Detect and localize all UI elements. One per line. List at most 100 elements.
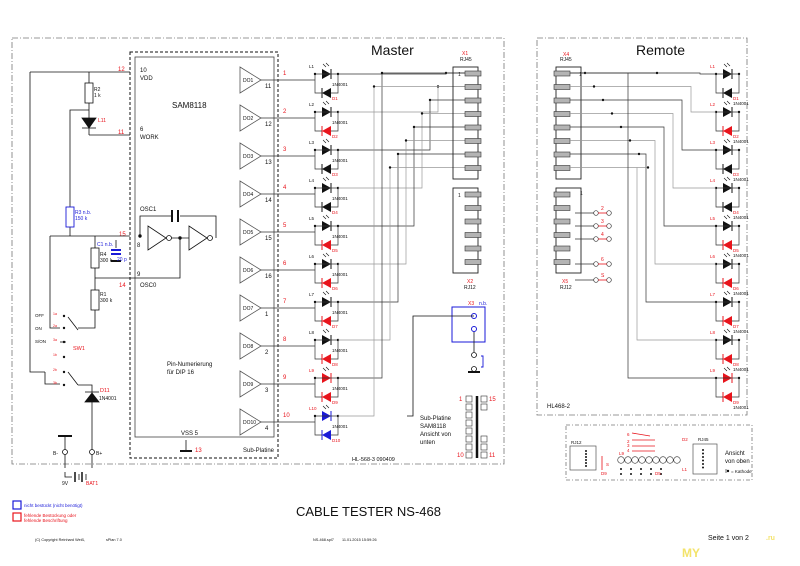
x1-pin1: 1 — [458, 72, 461, 78]
bus-wire — [570, 72, 716, 379]
bus-wire — [338, 126, 465, 227]
reset-contact-1[interactable] — [471, 352, 477, 358]
connector-pin — [553, 191, 571, 198]
output-ext-pin: 1 — [283, 71, 287, 77]
connector-pin — [464, 97, 482, 104]
bus-wire — [338, 86, 465, 417]
topview-caption-1: Ansicht — [725, 451, 745, 457]
topview-caption-2: von oben — [725, 459, 750, 465]
connector-pin — [553, 218, 571, 225]
led-light-icon — [322, 366, 330, 372]
connector-pin — [464, 245, 482, 252]
led-label: L3 — [309, 140, 315, 145]
led-wire — [314, 416, 322, 436]
junction — [313, 110, 317, 114]
connector-body — [555, 66, 582, 180]
junction — [737, 224, 741, 228]
bat-minus: B- — [53, 451, 58, 457]
buffer-do1 — [239, 66, 262, 94]
diode-type: 1N4001 — [733, 177, 749, 182]
connector-pin — [464, 232, 482, 238]
output-ext-pin: 8 — [283, 337, 287, 343]
master-title: Master — [371, 42, 414, 58]
oscillator — [95, 210, 217, 279]
subview-pin-tr: 15 — [489, 397, 496, 403]
x5-type: RJ12 — [560, 285, 572, 291]
terminal-b-minus[interactable] — [62, 449, 68, 455]
junction — [737, 148, 741, 152]
led-wire — [732, 378, 740, 398]
led-light-icon — [723, 290, 731, 296]
output-pin: 16 — [265, 274, 272, 280]
bat-value: 9V — [62, 481, 69, 487]
led-label: L10 — [309, 406, 317, 411]
sw1-contact — [62, 370, 66, 374]
junction — [404, 139, 408, 142]
output-name: DO7 — [243, 306, 254, 312]
bus-wire — [338, 153, 465, 303]
junction — [428, 98, 432, 102]
x2-rj12-connector — [452, 187, 482, 274]
jumper-pad — [593, 210, 599, 216]
output-pin: 1 — [265, 312, 269, 318]
connector-pin — [553, 70, 571, 77]
output-ext-pin: 2 — [283, 109, 287, 115]
topview-s: S — [606, 462, 609, 467]
subview-pad — [465, 427, 473, 435]
r1-value: 300 k — [100, 298, 113, 304]
led-wire — [314, 226, 322, 246]
vdd-pin: 10 — [140, 68, 147, 74]
diode-d9 — [723, 392, 732, 402]
led-wire — [732, 302, 740, 322]
connector-body — [452, 187, 479, 274]
diode-type: 1N4001 — [332, 158, 348, 163]
r3-name: R3 n.b. — [75, 210, 91, 216]
topview-j3: 3 — [627, 443, 630, 448]
watermark-ru: .ru — [766, 535, 775, 542]
led-light-icon — [322, 214, 330, 220]
junction — [610, 112, 614, 115]
buffer-do10 — [239, 408, 262, 436]
topview-hole — [702, 459, 704, 462]
terminal-b-plus[interactable] — [89, 449, 95, 455]
led-light-icon — [322, 404, 330, 410]
led-wire — [715, 74, 723, 94]
bat-plus: B+ — [96, 451, 102, 457]
junction — [619, 125, 623, 129]
led-label: L2 — [309, 102, 315, 107]
topview-hole — [702, 456, 704, 458]
sw-pos-off: OFF — [35, 313, 44, 318]
sw1-label: SW1 — [73, 346, 85, 352]
led-label: L3 — [710, 140, 716, 145]
connector-pin — [464, 138, 482, 144]
topview-led-pad — [638, 456, 646, 464]
connector-pin — [464, 191, 482, 198]
sw-pos-son: S/ON — [35, 339, 46, 344]
x3-pin-2[interactable] — [471, 326, 477, 332]
subview-pad — [480, 395, 488, 403]
junction — [737, 186, 741, 190]
junction — [313, 186, 317, 190]
diode-d3 — [723, 164, 732, 174]
led-wire — [331, 378, 339, 398]
junction — [592, 85, 596, 88]
topview-kathode: = Kathode — [731, 469, 752, 474]
remote-led-array: L1D11N4001L2D21N4001L3D31N4001L4D41N4001… — [710, 62, 749, 410]
diode-d2 — [723, 126, 732, 136]
reset-contact-2[interactable] — [471, 366, 477, 372]
output-ext-pin: 9 — [283, 375, 287, 381]
subview-pad — [465, 451, 473, 459]
buffer-do4 — [239, 180, 262, 208]
led-wire — [331, 112, 339, 132]
r2-name: R2 — [94, 87, 101, 93]
diode-label: D5 — [332, 248, 338, 253]
connector-pin — [553, 259, 571, 265]
jumper-pad — [593, 236, 599, 242]
connector-pin — [464, 259, 482, 265]
connector-pin — [553, 111, 571, 117]
bus-wire — [570, 167, 716, 341]
diode-type: 1N4001 — [332, 348, 348, 353]
led-wire — [732, 264, 740, 284]
led-label: L9 — [710, 368, 716, 373]
